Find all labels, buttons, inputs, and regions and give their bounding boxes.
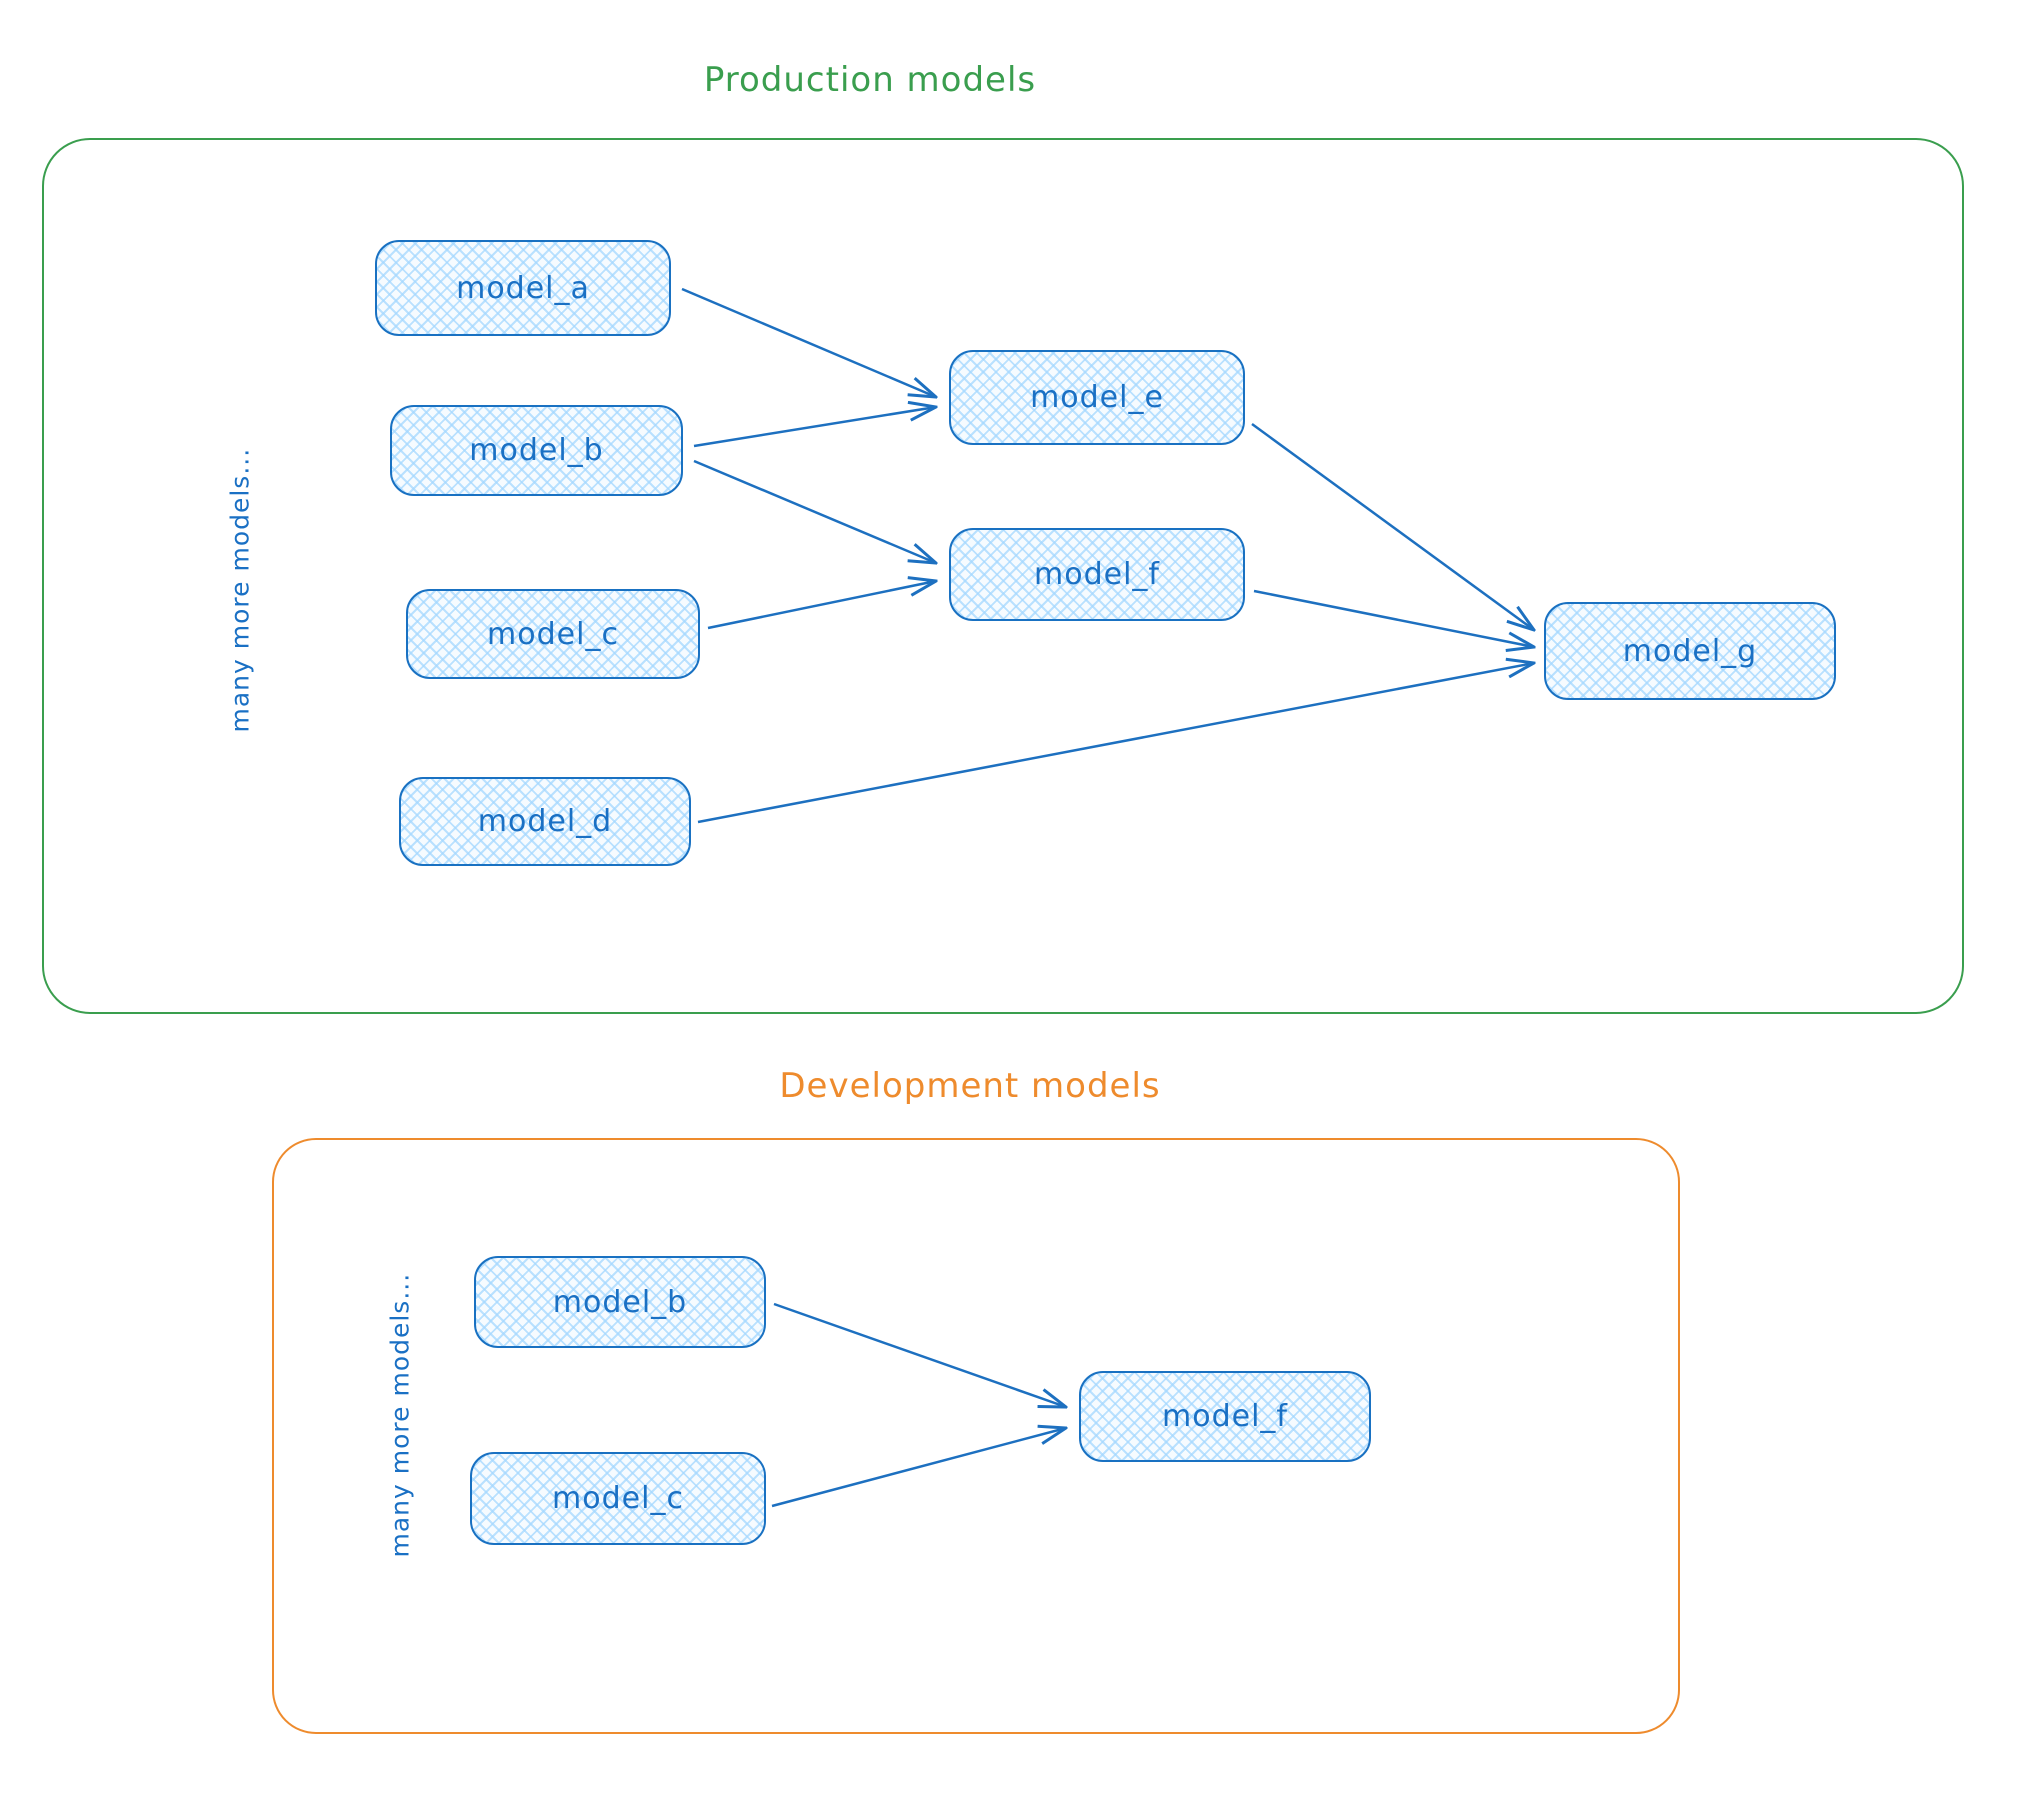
development-container-frame	[272, 1138, 1680, 1734]
node-production-model-e: model_e	[949, 350, 1245, 445]
development-section-title: Development models	[779, 1066, 1161, 1106]
production-side-label: many more models...	[225, 447, 255, 733]
node-development-model-f: model_f	[1079, 1371, 1371, 1462]
node-production-model-c: model_c	[406, 589, 700, 679]
node-production-model-a: model_a	[375, 240, 671, 336]
node-production-model-g: model_g	[1544, 602, 1836, 700]
production-container-frame	[42, 138, 1964, 1014]
node-development-model-c: model_c	[470, 1452, 766, 1545]
node-production-model-d: model_d	[399, 777, 691, 866]
node-production-model-f: model_f	[949, 528, 1245, 621]
production-section-title: Production models	[703, 60, 1037, 100]
development-side-label: many more models...	[385, 1272, 415, 1558]
node-production-model-b: model_b	[390, 405, 683, 496]
node-development-model-b: model_b	[474, 1256, 766, 1348]
